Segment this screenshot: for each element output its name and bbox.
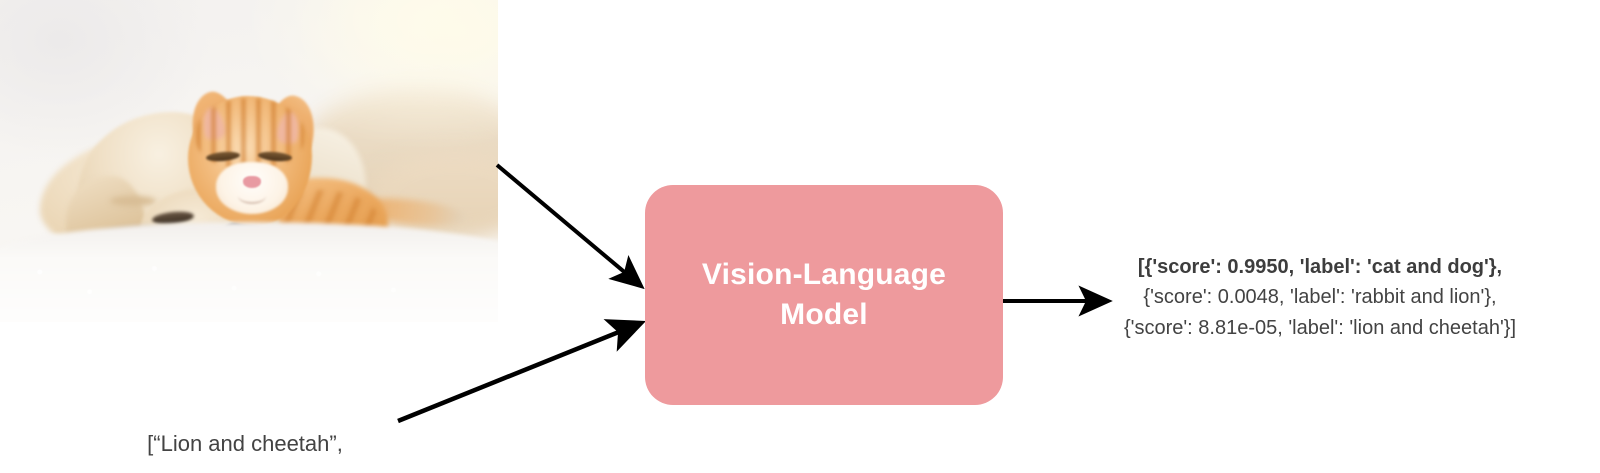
arrow-image-to-model	[495, 163, 645, 290]
output-line-top-prediction: [{'score': 0.9950, 'label': 'cat and dog…	[1137, 256, 1503, 278]
input-image	[0, 0, 498, 322]
vision-language-model-box: Vision-Language Model	[645, 185, 1003, 405]
kitten-nose	[243, 176, 261, 188]
prompt-line: [“Lion and cheetah”,	[147, 430, 343, 456]
model-output: [{'score': 0.9950, 'label': 'cat and dog…	[1060, 252, 1580, 343]
output-line-third-prediction: {'score': 8.81e-05, 'label': 'lion and c…	[1123, 316, 1517, 339]
blanket-texture	[0, 236, 498, 322]
kitten-mouth	[238, 188, 266, 204]
puppy-brow	[110, 196, 156, 206]
output-line-second-prediction: {'score': 0.0048, 'label': 'rabbit and l…	[1143, 286, 1497, 309]
model-name-line-1: Vision-Language	[701, 258, 947, 292]
model-label: Vision-Language Model	[702, 255, 946, 335]
prompt-label-list: [“Lion and cheetah”, “Cat and dog”, “Rab…	[60, 364, 430, 473]
model-name-line-2: Model	[780, 298, 868, 331]
arrow-prompt-to-model	[397, 319, 647, 424]
